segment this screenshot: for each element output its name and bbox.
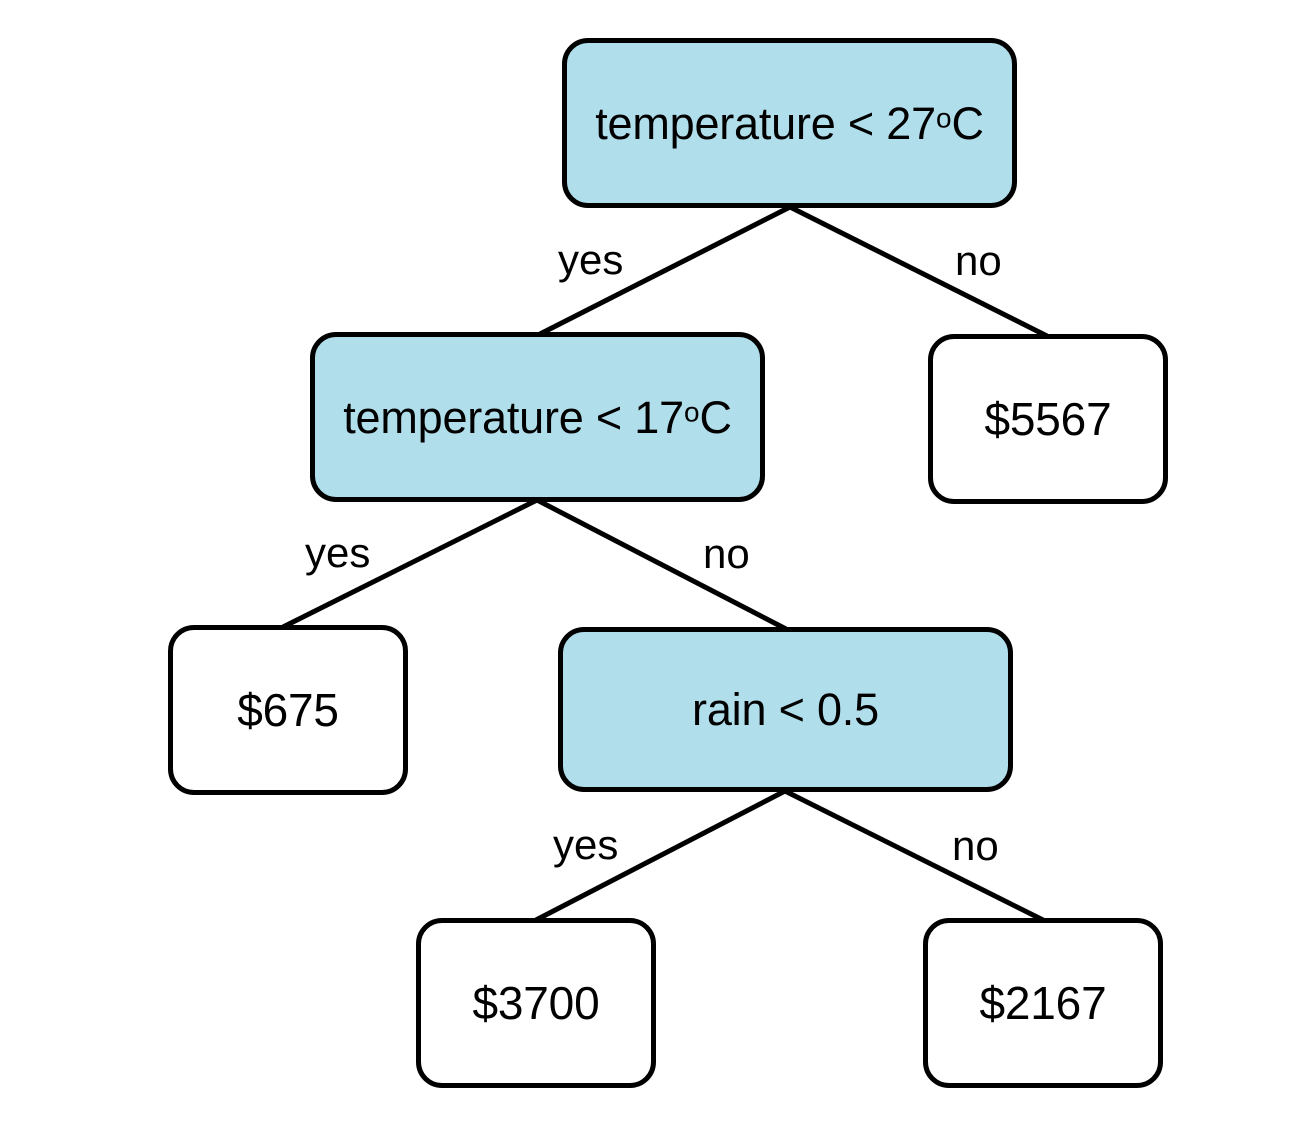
- edge-temp17-to-leaf675: [281, 497, 539, 630]
- node-root-temperature-27[interactable]: temperature < 27oC: [562, 38, 1017, 208]
- node-leaf-5567-label: $5567: [984, 393, 1112, 445]
- edge-rain-to-leaf2167: [783, 788, 1045, 923]
- node-leaf-675-label: $675: [237, 684, 339, 736]
- edge-rain-to-leaf3700: [534, 788, 787, 923]
- node-leaf-5567[interactable]: $5567: [928, 334, 1168, 504]
- node-rain[interactable]: rain < 0.5: [558, 627, 1013, 792]
- edge-root-to-temp17: [538, 204, 792, 337]
- node-leaf-2167[interactable]: $2167: [923, 918, 1163, 1088]
- edge-label-rain-yes: yes: [553, 821, 619, 868]
- node-rain-label: rain < 0.5: [692, 684, 879, 735]
- edge-temp17-to-rain: [535, 497, 788, 632]
- node-leaf-675[interactable]: $675: [168, 625, 408, 795]
- edge-label-root-no: no: [955, 237, 1002, 284]
- edge-label-temp17-yes: yes: [305, 529, 371, 576]
- node-leaf-3700-label: $3700: [472, 977, 600, 1029]
- edge-root-to-leaf5567: [788, 204, 1049, 339]
- edge-label-temp17-no: no: [703, 530, 750, 577]
- node-leaf-3700[interactable]: $3700: [416, 918, 656, 1088]
- node-temperature-17[interactable]: temperature < 17oC: [310, 332, 765, 502]
- edge-label-rain-no: no: [952, 822, 999, 869]
- node-temp17-label: temperature < 17oC: [343, 391, 732, 443]
- degree-symbol: o: [935, 101, 952, 133]
- node-leaf-2167-label: $2167: [979, 977, 1107, 1029]
- edge-label-root-yes: yes: [558, 236, 624, 283]
- node-root-label: temperature < 27oC: [595, 97, 984, 149]
- degree-symbol: o: [683, 395, 700, 427]
